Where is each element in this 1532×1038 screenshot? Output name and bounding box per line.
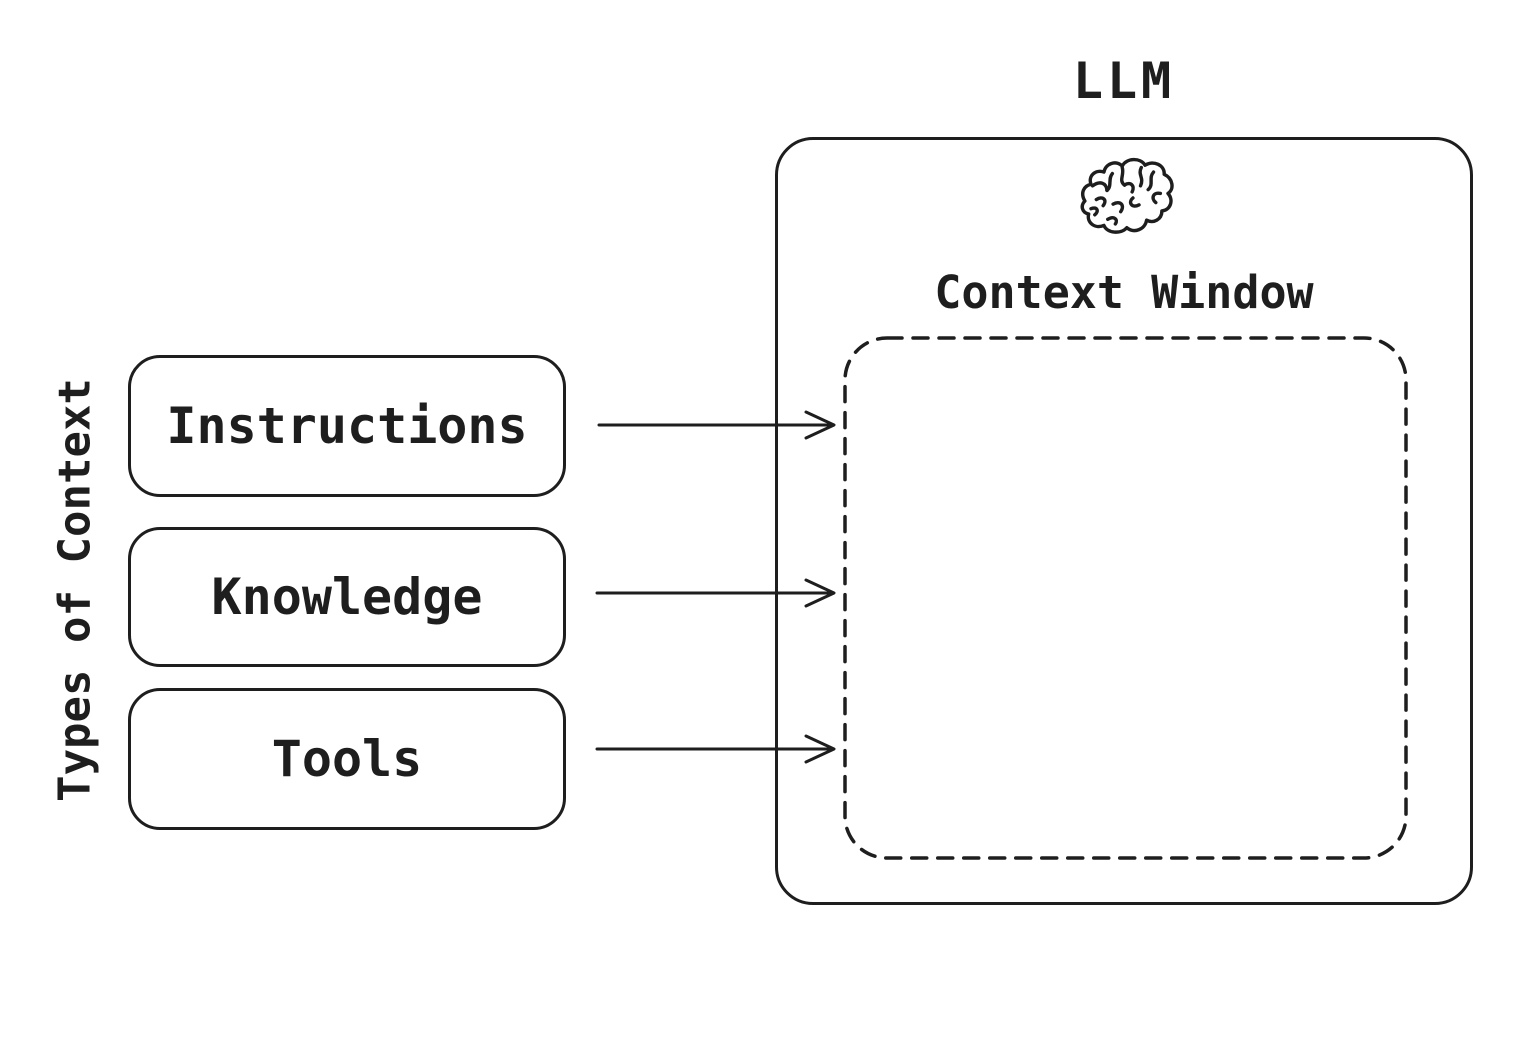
context-window-label: Context Window (934, 266, 1314, 319)
brain-icon (1080, 157, 1174, 234)
node-instructions-label: Instructions (166, 397, 528, 455)
llm-title: LLM (1072, 52, 1176, 110)
llm-box (775, 137, 1473, 905)
types-of-context-label: Types of Context (49, 378, 101, 802)
node-instructions: Instructions (128, 355, 566, 497)
node-knowledge: Knowledge (128, 527, 566, 667)
node-tools-label: Tools (271, 730, 423, 788)
node-tools: Tools (128, 688, 566, 830)
node-knowledge-label: Knowledge (211, 568, 483, 626)
